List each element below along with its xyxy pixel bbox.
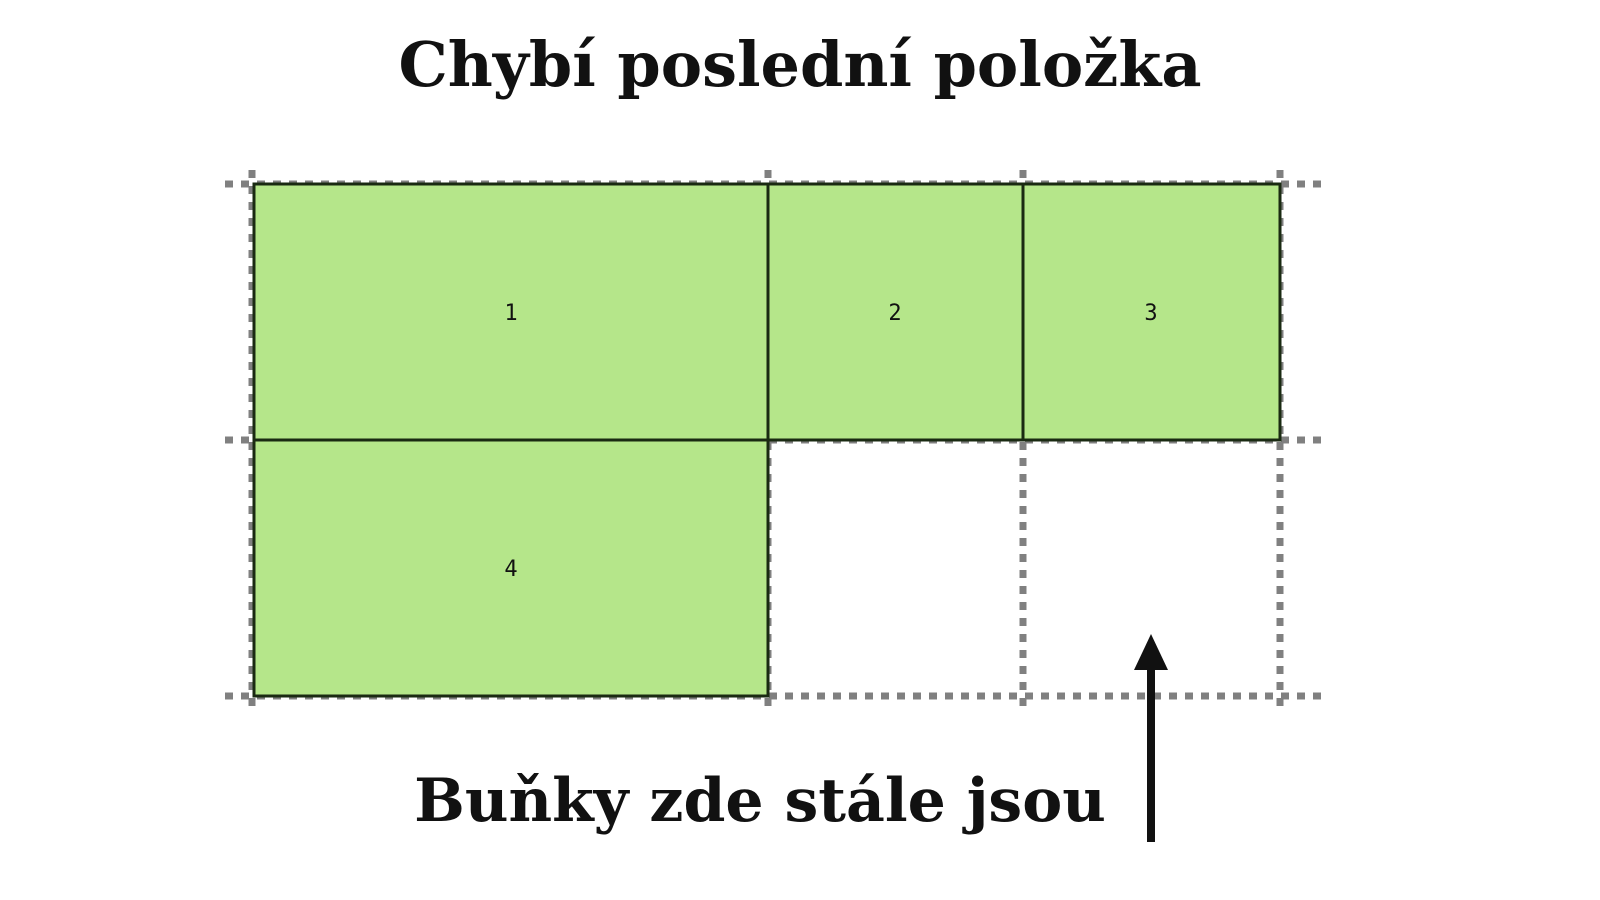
grid-item-4: 4 bbox=[252, 438, 770, 698]
grid-item-label: 3 bbox=[1144, 301, 1157, 326]
grid-item-label: 2 bbox=[888, 301, 901, 326]
arrow-up-icon bbox=[1134, 634, 1168, 842]
grid-item-2: 2 bbox=[766, 182, 1025, 442]
grid-item-label: 4 bbox=[504, 557, 517, 582]
grid-item-3: 3 bbox=[1021, 182, 1282, 442]
grid-item-label: 1 bbox=[504, 301, 517, 326]
caption-text: Buňky zde stále jsou bbox=[414, 766, 1106, 836]
grid-item-1: 1 bbox=[252, 182, 770, 442]
diagram-title: Chybí poslední položka bbox=[398, 28, 1202, 101]
grid-lines-overlay bbox=[254, 183, 1280, 696]
